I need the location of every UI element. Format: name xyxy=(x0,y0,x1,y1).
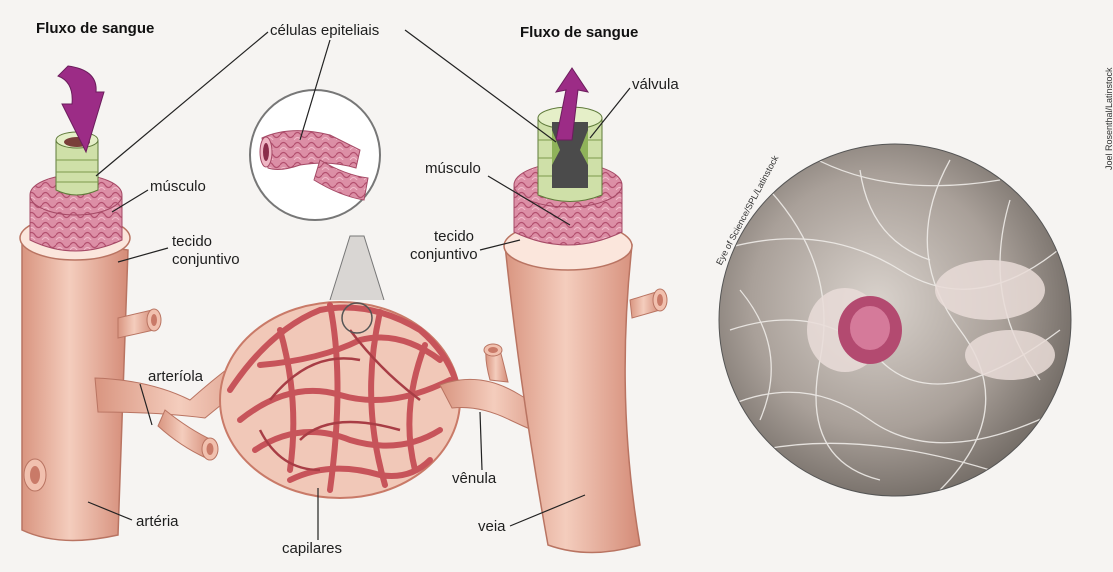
valve-label: válvula xyxy=(632,76,679,93)
left-blood-flow-title: Fluxo de sangue xyxy=(36,20,154,37)
connective-tissue-right-label-2: conjuntivo xyxy=(410,246,478,263)
right-blood-flow-title: Fluxo de sangue xyxy=(520,24,638,41)
vein-label: veia xyxy=(478,518,506,535)
muscle-left-label: músculo xyxy=(150,178,206,195)
capillary-bed xyxy=(220,302,460,498)
artery xyxy=(20,216,130,540)
vein xyxy=(504,222,667,553)
epithelial-cells-label: células epiteliais xyxy=(270,22,379,39)
artery-epithelial-layer xyxy=(56,132,98,195)
artery-label: artéria xyxy=(136,513,179,530)
capillary-magnified-inset xyxy=(250,90,384,300)
page-edge-credit: Joel Rosenthal/Latinstock xyxy=(1104,67,1113,170)
capillaries-label: capilares xyxy=(282,540,342,557)
venule-label: vênula xyxy=(452,470,496,487)
connective-tissue-left-label-1: tecido xyxy=(172,233,212,250)
connective-tissue-right-label-1: tecido xyxy=(434,228,474,245)
micrograph-photo xyxy=(719,144,1071,496)
connective-tissue-left-label-2: conjuntivo xyxy=(172,251,240,268)
arteriole-label: arteríola xyxy=(148,368,203,385)
muscle-right-label: músculo xyxy=(425,160,481,177)
